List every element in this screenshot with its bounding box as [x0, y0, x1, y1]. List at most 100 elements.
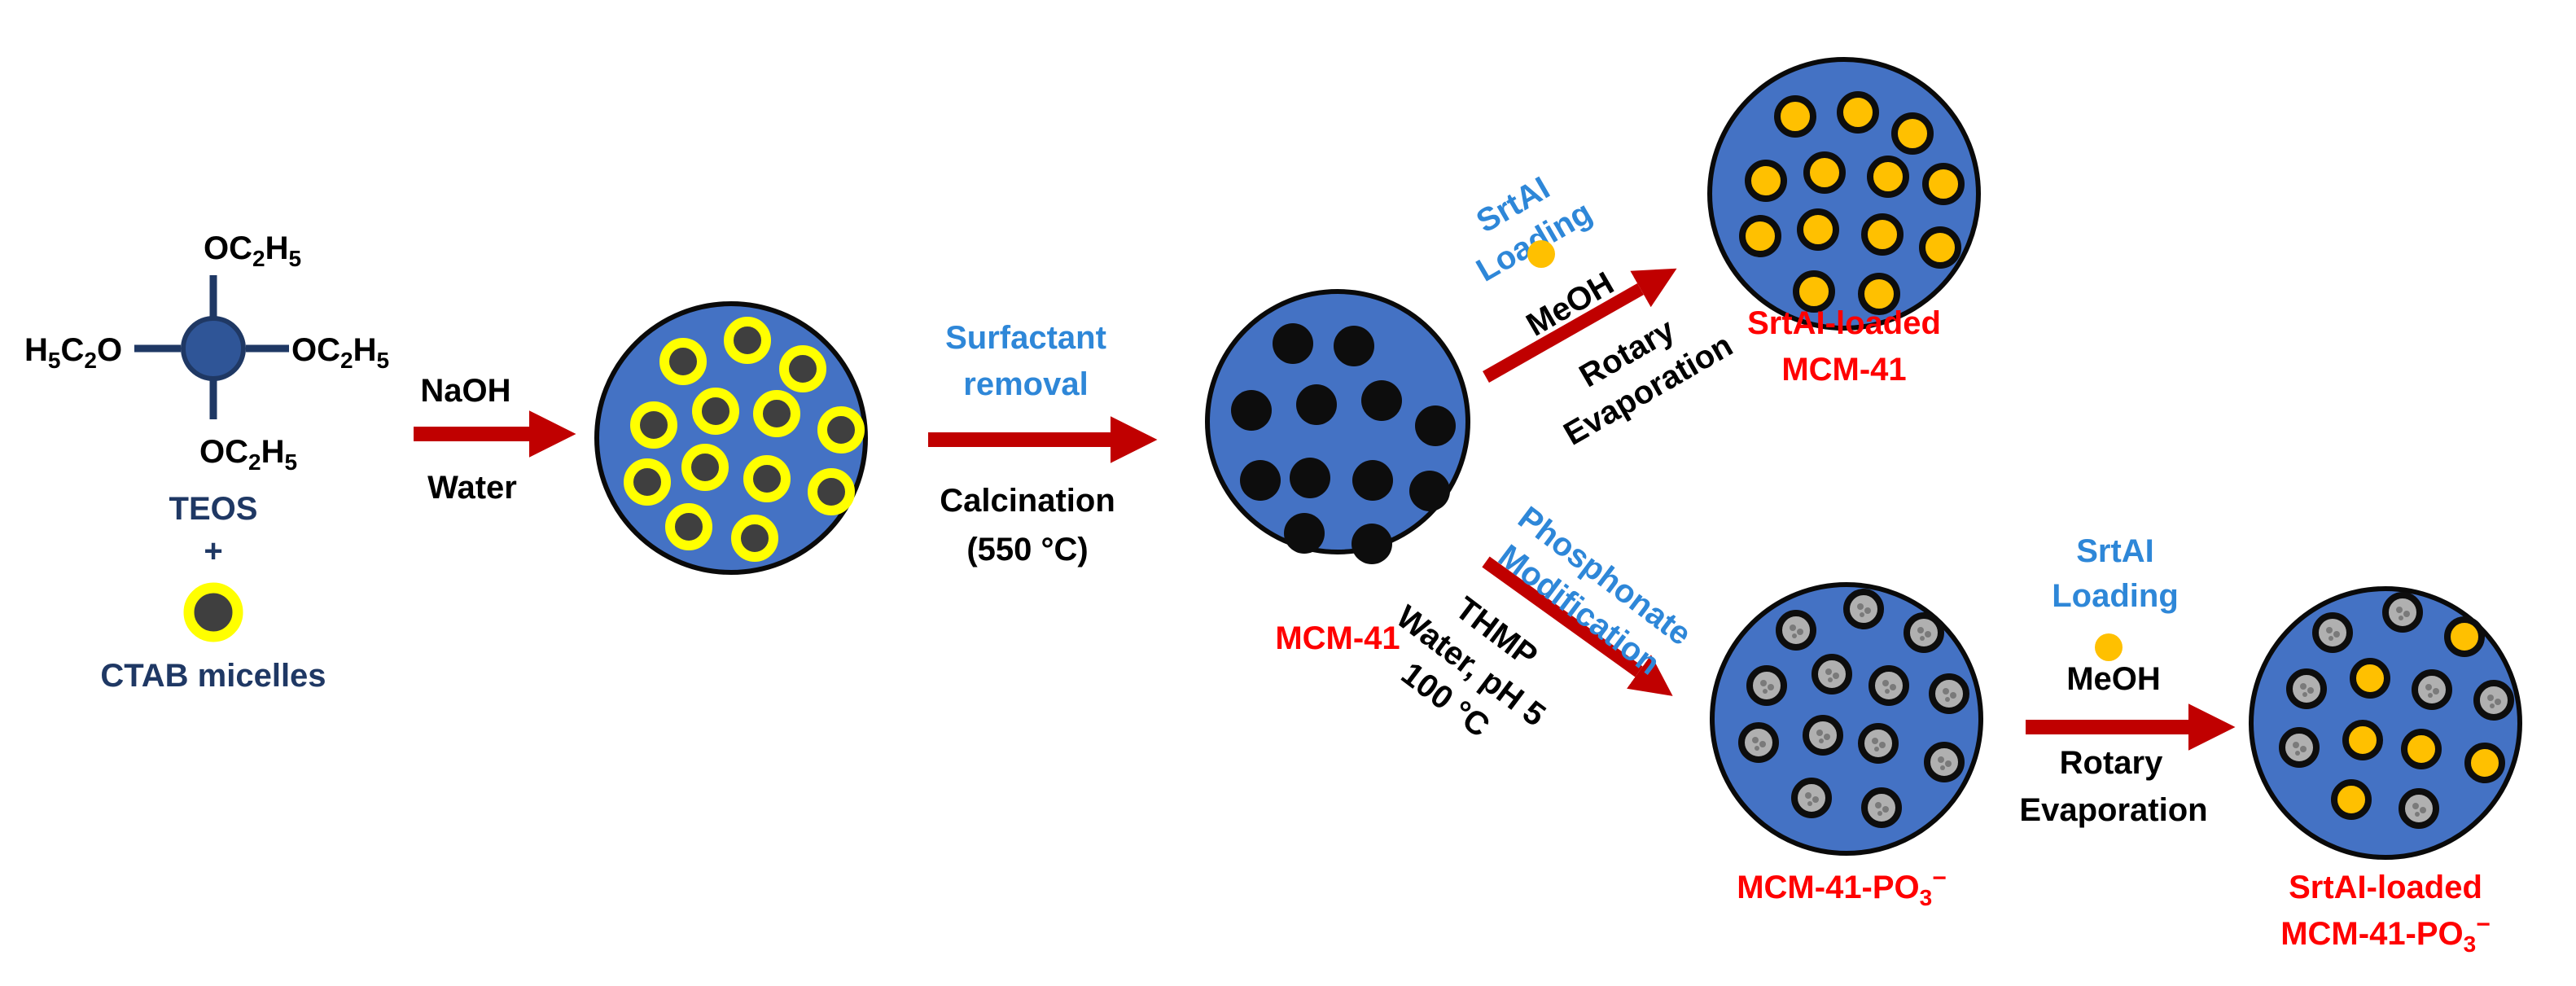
po3-sphere: [1710, 582, 1983, 856]
empty-pore: [1284, 513, 1325, 554]
phosphonate-dot: [1828, 677, 1833, 682]
phosphonate-dot: [1890, 684, 1896, 690]
phosphonate-dot: [1807, 801, 1812, 806]
drug-in-pore: [1837, 91, 1879, 134]
final-meoh-label: MeOH: [2066, 661, 2161, 697]
mcm41-particle: MCM-41: [1205, 289, 1470, 656]
drug-in-pore: [1739, 215, 1781, 257]
micelle: [743, 455, 791, 502]
drug-in-pore: [1745, 160, 1787, 202]
phosphonate-layer: [1904, 612, 1944, 653]
phosphonate-dot: [1925, 631, 1931, 638]
drug-in-pore: [2444, 616, 2485, 657]
phosphonate-dot: [2420, 807, 2426, 813]
phosphonate-dot: [1938, 756, 1944, 763]
micelle: [630, 401, 677, 449]
micelle-array: [624, 317, 865, 562]
drug-loaded-pore: [1867, 156, 1909, 198]
drug-loaded-pore: [1861, 213, 1904, 256]
phosphonate-dot: [1825, 668, 1832, 675]
empty-pore: [1415, 405, 1456, 446]
phosphonate-pore: [1746, 665, 1787, 706]
drug-loaded-pore: [1858, 273, 1900, 315]
empty-pore: [1273, 323, 1313, 364]
drug-in-pore: [1858, 273, 1900, 315]
phosphonate-pore: [1929, 673, 1969, 714]
micelle: [724, 317, 771, 364]
phosphonate-dot: [2495, 699, 2501, 705]
final-sphere: [2249, 586, 2522, 860]
srtai-drug-icon: [1527, 240, 1555, 268]
drug-loaded-pore: [1793, 270, 1835, 313]
final-srtai-label: SrtAI: [2076, 533, 2154, 569]
phosphonate-layer: [1868, 665, 1909, 706]
phosphonate-dot: [2333, 631, 2340, 638]
drug-in-pore: [2342, 720, 2383, 760]
phosphonate-dot: [1797, 629, 1803, 635]
phosphonate-pore: [1791, 778, 1832, 818]
drug-loaded-pore: [2350, 658, 2390, 699]
final-label-line1: SrtAI-loaded: [2289, 870, 2482, 905]
empty-pore: [1352, 460, 1393, 501]
phosphonate-dot: [1885, 689, 1890, 694]
drug-in-pore: [1919, 226, 1961, 269]
drug-in-pore: [1861, 213, 1904, 256]
final-rotary-label: Rotary: [2060, 745, 2163, 781]
phosphonate-layer: [1746, 665, 1787, 706]
drug-in-pore: [1774, 95, 1816, 138]
phosphonate-layer: [2286, 668, 2327, 709]
phosphonate-layer: [1861, 787, 1902, 828]
lower-branch: Phosphonate Modification THMP Water, pH …: [1390, 500, 1698, 744]
phosphonate-layer: [1858, 723, 1899, 764]
teos-top-group: OC2H5: [204, 230, 301, 271]
mcm41-label: MCM-41: [1275, 620, 1400, 656]
drug-loaded-pore: [2342, 720, 2383, 760]
phosphonate-pore: [2286, 668, 2327, 709]
phosphonate-dot: [2300, 746, 2307, 752]
phosphonate-dot: [1816, 730, 1823, 736]
phosphonate-pore: [2312, 612, 2353, 653]
drug-loaded-pore: [1797, 208, 1839, 251]
phosphonate-dot: [1860, 612, 1864, 617]
phosphonate-dot: [1759, 741, 1766, 747]
phosphonate-dot: [1752, 737, 1759, 743]
phosphonate-dot: [1950, 692, 1956, 699]
drug-loaded-pore: [1774, 95, 1816, 138]
drug-in-pore: [1922, 163, 1965, 205]
empty-pore: [1352, 524, 1392, 564]
phosphonate-layer: [2412, 669, 2452, 710]
micelle: [665, 503, 712, 550]
empty-pore: [1334, 326, 1374, 366]
ctab-micelle-icon: [183, 582, 243, 642]
drug-in-pore: [1797, 208, 1839, 251]
empty-pore: [1361, 380, 1402, 421]
phosphonate-dot: [1819, 738, 1824, 743]
phosphonate-pore: [1858, 723, 1899, 764]
mcm41-po3-particle: MCM-41-PO3−: [1710, 582, 1983, 910]
phosphonate-dot: [1874, 747, 1879, 752]
phosphonate-dot: [2396, 607, 2403, 613]
phosphonate-pore: [1812, 654, 1852, 695]
drug-loaded-pore: [1745, 160, 1787, 202]
phosphonate-dot: [2412, 803, 2419, 809]
phosphonate-layer: [2473, 680, 2514, 721]
phosphonate-dot: [2326, 627, 2333, 633]
phosphonate-layer: [1803, 715, 1843, 756]
phosphonate-dot: [2487, 695, 2494, 701]
phosphonate-dot: [2399, 616, 2403, 620]
silicon-atom: [181, 316, 246, 381]
phosphonate-dot: [1945, 760, 1952, 767]
phosphonate-pore-array: [1738, 589, 1969, 828]
phosphonate-dot: [1882, 680, 1889, 686]
drug-in-pore: [2401, 729, 2442, 769]
phosphonate-dot: [2403, 611, 2410, 617]
calcination-label: Calcination: [940, 483, 1115, 519]
phosphonate-dot: [2293, 742, 2299, 748]
teos-left-group: H5C2O: [24, 332, 122, 373]
step-arrow-final-loading: SrtAI Loading MeOH Rotary Evaporation: [2019, 533, 2236, 828]
phosphonate-dot: [1943, 688, 1949, 695]
removal-label: removal: [963, 366, 1088, 402]
drug-in-pore: [2464, 743, 2505, 783]
micelle: [731, 515, 778, 562]
